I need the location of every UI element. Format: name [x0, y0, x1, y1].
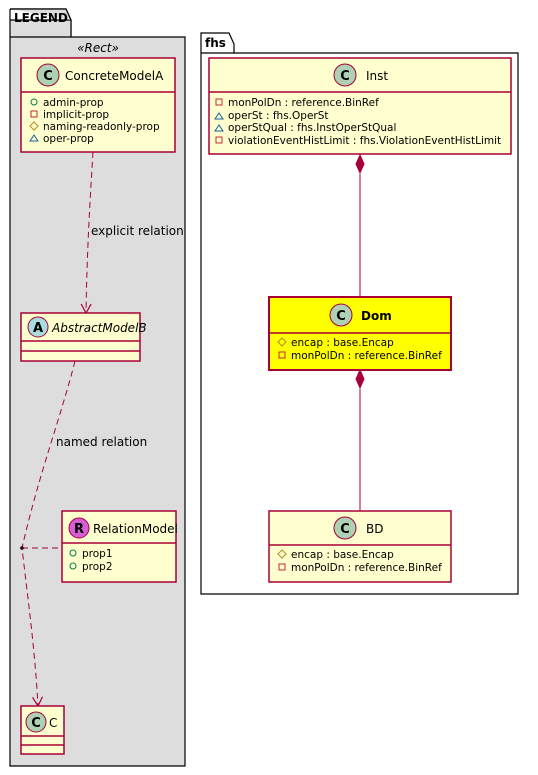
class-name: Dom: [361, 309, 392, 323]
attribute-list: admin-prop implicit-prop naming-readonly…: [29, 97, 160, 145]
public-visibility-icon: [30, 98, 38, 106]
attribute: operStQual : fhs.InstOperStQual: [228, 122, 396, 134]
attribute: oper-prop: [43, 133, 94, 145]
class-type-icon: C: [43, 69, 53, 84]
class-name: ConcreteModelA: [65, 69, 164, 83]
attribute: monPolDn : reference.BinRef: [228, 97, 379, 109]
attribute-list: prop1 prop2: [69, 548, 113, 573]
class-name: AbstractModelB: [51, 321, 147, 335]
class-abstract-model-b[interactable]: A AbstractModelB: [20, 312, 147, 362]
class-c[interactable]: C C: [20, 705, 65, 755]
class-name: RelationModel: [93, 522, 178, 536]
private-visibility-icon: [278, 563, 286, 571]
attribute: naming-readonly-prop: [43, 121, 160, 133]
public-visibility-icon: [69, 562, 77, 570]
class-bd[interactable]: C BD encap : base.Encap monPolDn : refer…: [268, 510, 452, 583]
protected-visibility-icon: [277, 337, 287, 347]
class-concrete-model-a[interactable]: C ConcreteModelA admin-prop implicit-pro…: [20, 57, 176, 153]
class-type-icon: C: [340, 69, 350, 84]
class-type-icon: C: [31, 716, 41, 731]
attribute-list: monPolDn : reference.BinRef operSt : fhs…: [214, 97, 501, 147]
attribute: prop1: [82, 548, 113, 560]
named-relation-label: named relation: [56, 435, 147, 449]
attribute-list: encap : base.Encap monPolDn : reference.…: [277, 549, 442, 574]
class-name: Inst: [366, 69, 388, 83]
package-visibility-icon: [214, 124, 224, 132]
package-visibility-icon: [29, 134, 39, 142]
class-type-icon: A: [33, 321, 43, 336]
class-type-icon: C: [340, 522, 350, 537]
private-visibility-icon: [215, 136, 223, 144]
attribute: monPolDn : reference.BinRef: [291, 562, 442, 574]
attribute: monPolDn : reference.BinRef: [291, 350, 442, 362]
attribute: admin-prop: [43, 97, 104, 109]
explicit-relation-label: explicit relation: [91, 224, 184, 238]
class-inst[interactable]: C Inst monPolDn : reference.BinRef operS…: [208, 57, 512, 155]
composition-diamond-icon: [355, 368, 365, 390]
attribute: prop2: [82, 561, 113, 573]
class-type-icon: R: [74, 522, 84, 537]
attribute: operSt : fhs.OperSt: [228, 110, 329, 122]
composition-diamond-icon: [355, 153, 365, 175]
class-dom[interactable]: C Dom encap : base.Encap monPolDn : refe…: [268, 296, 452, 371]
public-visibility-icon: [69, 549, 77, 557]
attribute: violationEventHistLimit : fhs.ViolationE…: [228, 135, 501, 147]
attribute: encap : base.Encap: [291, 337, 394, 349]
attribute-list: encap : base.Encap monPolDn : reference.…: [277, 337, 442, 362]
protected-visibility-icon: [277, 549, 287, 559]
package-visibility-icon: [214, 112, 224, 120]
explicit-relation-arrow: [80, 151, 94, 315]
private-visibility-icon: [278, 351, 286, 359]
protected-visibility-icon: [29, 121, 39, 131]
class-relation-model[interactable]: R RelationModel prop1 prop2: [61, 510, 178, 583]
legend-title: LEGEND: [14, 11, 68, 25]
class-type-icon: C: [336, 309, 346, 324]
class-name: BD: [366, 522, 383, 536]
legend-stereotype: «Rect»: [77, 41, 119, 55]
class-name: C: [49, 716, 57, 730]
private-visibility-icon: [215, 98, 223, 106]
fhs-title: fhs: [205, 36, 226, 50]
private-visibility-icon: [30, 110, 38, 118]
attribute: encap : base.Encap: [291, 549, 394, 561]
attribute: implicit-prop: [43, 109, 109, 121]
